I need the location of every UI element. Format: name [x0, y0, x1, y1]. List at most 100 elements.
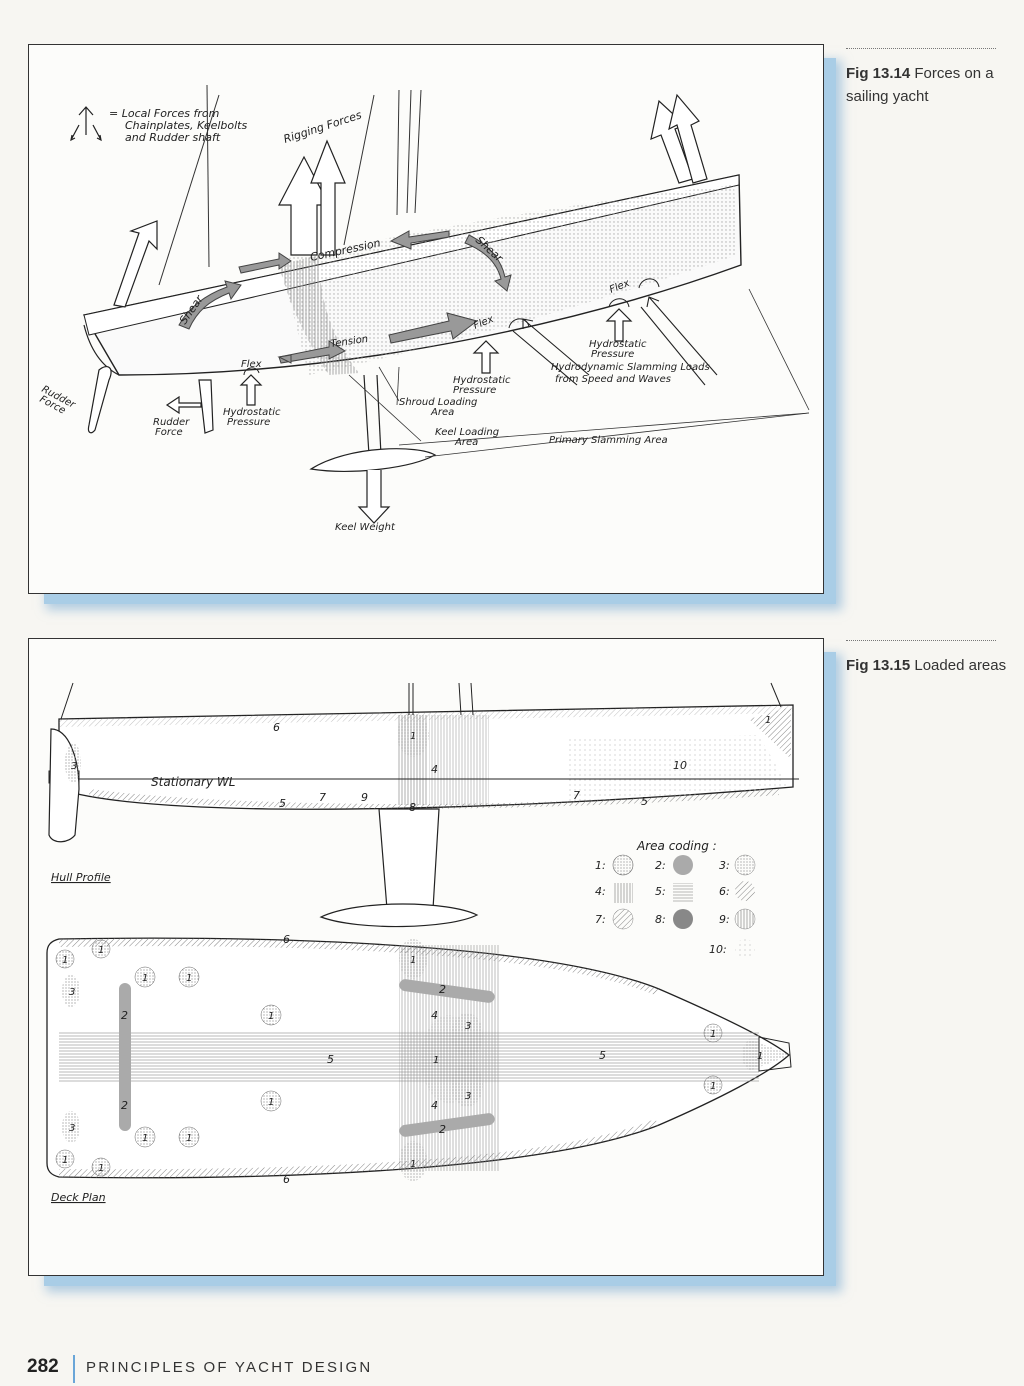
- rudder-stock-area: [65, 743, 81, 783]
- label-keel-loading-1: Keel Loading: [435, 427, 499, 438]
- code-5-swatch: [673, 883, 693, 903]
- force-arrows: [113, 93, 708, 415]
- label-tension: Tension: [330, 334, 369, 350]
- deck-num-1l: 1: [142, 1133, 148, 1144]
- deck-num-6a: 6: [283, 933, 290, 946]
- keel-profile: [319, 808, 479, 928]
- code-10-label: 10:: [709, 943, 727, 956]
- code-6-swatch: [735, 881, 755, 901]
- label-hydrodynamic-2: from Speed and Waves: [555, 374, 671, 385]
- loaded-areas-svg: 6 1 1 3 4 10 5 5 7 7 9 8 Stationary WL H…: [46, 682, 799, 1204]
- label-rudder-force-b-2: Force: [155, 427, 183, 438]
- deck-num-1a: 1: [62, 955, 68, 966]
- deck-num-2a: 2: [121, 1009, 128, 1022]
- code-2-swatch: [673, 855, 693, 875]
- deck-num-2c: 2: [439, 983, 446, 996]
- label-shroud-2: Area: [430, 407, 454, 418]
- code-4-swatch: [613, 883, 633, 903]
- legend-line-3: and Rudder shaft: [125, 131, 221, 144]
- profile-num-1a: 1: [410, 731, 416, 742]
- deck-num-1b: 1: [98, 945, 104, 956]
- profile-num-4: 4: [431, 763, 438, 776]
- code-1-label: 1:: [595, 859, 606, 872]
- code-5-label: 5:: [655, 885, 666, 898]
- caption-rule-2: [846, 640, 996, 641]
- caption-title: Loaded areas: [914, 657, 1007, 674]
- code-3-label: 3:: [719, 859, 730, 872]
- deck-num-1k: 1: [268, 1097, 274, 1108]
- deck-num-4b: 4: [431, 1099, 438, 1112]
- code-3-swatch: [734, 854, 756, 876]
- code-8-swatch: [673, 909, 693, 929]
- code-9-swatch: [734, 908, 756, 930]
- deck-num-6b: 6: [283, 1173, 290, 1186]
- deck-num-1o: 1: [62, 1155, 68, 1166]
- deck-num-3b: 3: [69, 1123, 75, 1134]
- profile-num-9: 9: [361, 791, 368, 804]
- code-7-swatch: [612, 908, 634, 930]
- profile-num-10: 10: [673, 759, 687, 772]
- deck-num-1g: 1: [433, 1055, 439, 1066]
- label-primary-slamming: Primary Slamming Area: [549, 435, 668, 446]
- page-number: 282: [27, 1356, 59, 1377]
- profile-num-8: 8: [409, 801, 416, 814]
- code-1-swatch: [612, 854, 634, 876]
- deck-numbers: 1 1 1 1 1 1 1 1 1 1 1 1 1 1 1 1 2 2 2 2 …: [62, 933, 763, 1186]
- profile-num-1b: 1: [765, 715, 771, 726]
- keel: [309, 374, 437, 524]
- deck-num-5a: 5: [327, 1053, 334, 1066]
- deck-fittings: [55, 939, 723, 1177]
- hull-profile-title: Hull Profile: [51, 871, 111, 884]
- deck-num-1e: 1: [268, 1011, 274, 1022]
- figure-13-15-loaded-areas: 6 1 1 3 4 10 5 5 7 7 9 8 Stationary WL H…: [28, 638, 824, 1276]
- label-hydrodynamic-1: Hydrodynamic Slamming Loads: [551, 362, 710, 373]
- legend-line-1: = Local Forces from: [109, 107, 219, 120]
- label-hydrostatic-mid-1: Hydrostatic: [453, 375, 511, 386]
- running-title: PRINCIPLES OF YACHT DESIGN: [86, 1359, 373, 1376]
- code-6-label: 6:: [719, 885, 730, 898]
- deck-num-1i: 1: [757, 1051, 763, 1062]
- deck-num-1n: 1: [410, 1159, 416, 1170]
- label-keel-loading-2: Area: [454, 437, 478, 448]
- deck-num-3d: 3: [465, 1091, 471, 1102]
- hull-3d: [82, 174, 742, 376]
- legend-line-2: Chainplates, Keelbolts: [125, 119, 247, 132]
- rudders: [87, 366, 214, 434]
- deck-num-1p: 1: [98, 1163, 104, 1174]
- caption-title: Forces on a sailing yacht: [846, 65, 994, 105]
- code-7-label: 7:: [595, 913, 606, 926]
- deck-num-1h: 1: [710, 1029, 716, 1040]
- label-hydrostatic-aft-2: Pressure: [227, 417, 270, 428]
- footer-divider: [73, 1355, 75, 1383]
- deck-num-3c: 3: [465, 1021, 471, 1032]
- code-10-swatch: [735, 939, 755, 959]
- label-hydrostatic-aft-1: Hydrostatic: [223, 407, 281, 418]
- label-shroud-1: Shroud Loading: [399, 397, 477, 408]
- profile-num-5a: 5: [279, 797, 286, 810]
- deck-plan: [46, 937, 792, 1181]
- area-coding-title: Area coding :: [636, 839, 717, 853]
- deck-plan-title: Deck Plan: [51, 1191, 106, 1204]
- hull-profile: [48, 682, 799, 810]
- area-coding-legend: 1: 2: 3: 4: 5: 6: 7: 8: 9: 10:: [595, 854, 756, 959]
- deck-num-1m: 1: [186, 1133, 192, 1144]
- code-9-label: 9:: [719, 913, 730, 926]
- forces-diagram-svg: = Local Forces from Chainplates, Keelbol…: [38, 84, 810, 533]
- label-keel-weight: Keel Weight: [335, 522, 396, 533]
- rigging-lines: [158, 84, 422, 286]
- code-4-label: 4:: [595, 885, 606, 898]
- deck-num-1f: 1: [410, 955, 416, 966]
- label-rigging-forces: Rigging Forces: [282, 108, 364, 146]
- label-hydrostatic-mid-2: Pressure: [453, 385, 496, 396]
- caption-fig-13-14: Fig 13.14 Forces on a sailing yacht: [846, 62, 1014, 108]
- deck-num-2b: 2: [121, 1099, 128, 1112]
- caption-rule-1: [846, 48, 996, 49]
- deck-num-5b: 5: [599, 1049, 606, 1062]
- profile-num-5b: 5: [641, 795, 648, 808]
- deck-num-1c: 1: [142, 973, 148, 984]
- flex-symbols: [243, 278, 660, 376]
- profile-num-7a: 7: [319, 791, 326, 804]
- label-hydrostatic-fwd-1: Hydrostatic: [589, 339, 647, 350]
- deck-num-3a: 3: [69, 987, 75, 998]
- stationary-wl-label: Stationary WL: [151, 775, 235, 789]
